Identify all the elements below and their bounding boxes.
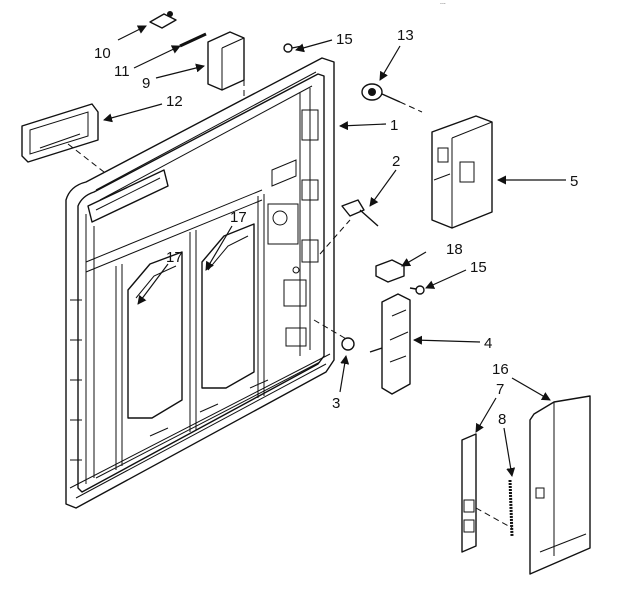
callout-4: 4 (484, 335, 492, 352)
part-10-clip (149, 11, 177, 29)
callout-2: 2 (392, 153, 400, 170)
part-12-handle-bracket (21, 103, 99, 163)
callout-1: 1 (390, 117, 398, 134)
callout-16: 16 (492, 361, 509, 378)
callout-labels: 10 11 9 15 12 13 1 2 5 18 15 4 3 16 7 8 … (94, 27, 578, 428)
callout-17-right: 17 (230, 209, 247, 226)
callout-15-lower: 15 (470, 259, 487, 276)
inner-door-panel (65, 57, 335, 509)
callout-12: 12 (166, 93, 183, 110)
part-15-screw-top (283, 43, 303, 53)
part-5-housing (431, 115, 493, 229)
callout-11: 11 (114, 63, 130, 80)
callout-3: 3 (332, 395, 340, 412)
part-9-cover (207, 31, 245, 91)
callout-8: 8 (498, 411, 506, 428)
alignment-lines (67, 80, 513, 529)
callout-15-top: 15 (336, 31, 353, 48)
part-2-bracket (341, 199, 379, 227)
part-16-cover (529, 395, 591, 575)
callout-10: 10 (94, 45, 111, 62)
callout-5: 5 (570, 173, 578, 190)
part-3-nut (341, 337, 355, 351)
leader-lines (103, 25, 566, 477)
part-4-latch (369, 293, 411, 395)
callout-17-left: 17 (166, 249, 183, 266)
part-7-slide-bar (461, 433, 477, 553)
part-13-knob (361, 83, 401, 103)
callout-9: 9 (142, 75, 150, 92)
right-window (201, 223, 255, 389)
left-window (127, 251, 183, 419)
part-8-spring (508, 479, 514, 537)
callout-13: 13 (397, 27, 414, 44)
header-fragment: ... (440, 0, 446, 6)
part-15-screw-lower (409, 285, 425, 295)
part-18-clip (375, 259, 405, 283)
part-11-pin (179, 32, 207, 48)
callout-18: 18 (446, 241, 463, 258)
callout-7: 7 (496, 381, 504, 398)
